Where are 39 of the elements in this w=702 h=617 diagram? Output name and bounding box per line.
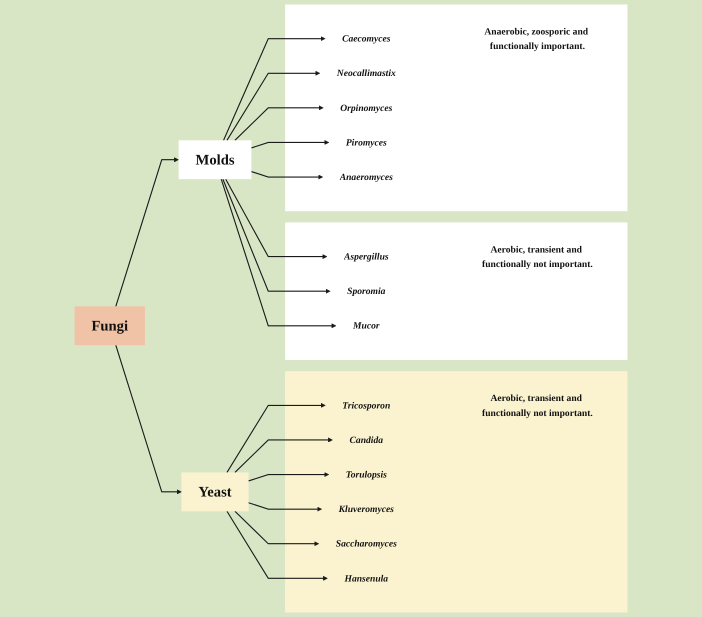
node-box: Yeast [181,472,249,512]
node-text: Torulopsis [346,469,387,480]
node-text: Kluveromyces [338,504,394,514]
cluster [285,371,628,612]
arrow [251,140,330,148]
arrow [115,157,179,307]
cluster [285,222,628,360]
node-text: Piromyces [346,136,387,148]
arrow [226,510,328,581]
arrow [226,70,320,141]
node-label: Anaerobic, zoosporic and functionally important. [484,26,588,52]
arrow [223,36,326,141]
arrow [225,178,328,260]
node-text: Saccharomyces [336,538,397,549]
node-box: Fungi [74,306,145,346]
node-text: Anaeromyces [340,172,393,182]
arrow [222,178,330,294]
node-box: Molds [178,140,252,180]
arrow [234,510,320,546]
node-text: Aspergillus [344,251,389,262]
node-text: Neocallimastix [336,68,396,78]
node-text: Hansenula [344,572,388,584]
arrow [248,472,330,482]
arrow [234,105,324,141]
node-text: Caecomyces [342,33,390,44]
arrow [234,438,333,473]
node-text: Sporomia [347,286,386,296]
node-text: Orpinomyces [340,102,392,114]
node-label: Aerobic, transient and functionally not important. [482,244,593,269]
node-text: Candida [350,434,384,446]
node-text: Tricosporon [342,400,390,411]
cluster [285,4,628,212]
arrow [248,502,322,512]
arrow [251,171,324,180]
arrow [226,402,326,473]
node-text: Mucor [353,320,380,331]
node-label: Aerobic, transient and functionally not important. [482,392,593,418]
arrow [115,345,182,494]
arrow [220,178,336,328]
